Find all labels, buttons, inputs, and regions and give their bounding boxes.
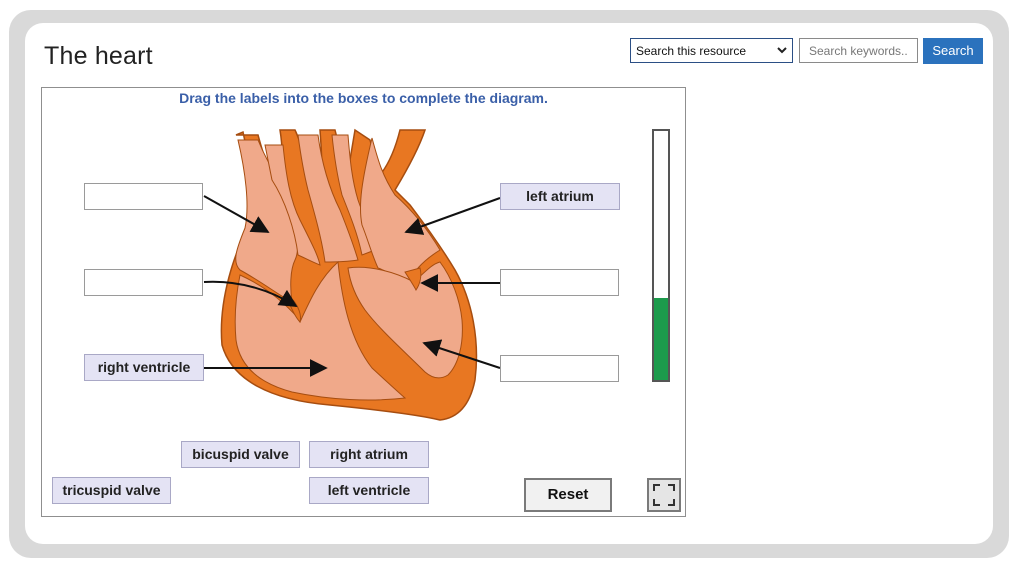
resource-scope-value: Search this resource: [636, 44, 747, 58]
search-button[interactable]: Search: [923, 38, 983, 64]
label-bicuspid-valve[interactable]: bicuspid valve: [181, 441, 300, 468]
bicuspid-valve-shape: [404, 267, 422, 291]
label-right-atrium[interactable]: right atrium: [309, 441, 429, 468]
drop-target-middle-left[interactable]: [84, 269, 203, 296]
aorta-vessel: [264, 144, 321, 266]
search-placeholder: Search keywords..: [809, 44, 908, 58]
label-left-atrium[interactable]: left atrium: [500, 183, 620, 210]
progress-meter-fill: [654, 297, 668, 380]
pointer-arrow-middle-left: [203, 280, 298, 307]
resource-scope-select[interactable]: Search this resource: [630, 38, 793, 63]
progress-meter: [652, 129, 670, 382]
activity-instruction: Drag the labels into the boxes to comple…: [179, 90, 548, 106]
pointer-arrow-upper-right: [404, 197, 501, 235]
drop-target-upper-left[interactable]: [84, 183, 203, 210]
pointer-arrow-upper-left: [203, 195, 270, 233]
right-ventricle-chamber: [234, 260, 407, 401]
pointer-arrow-lower-right: [422, 339, 501, 369]
fullscreen-icon: [653, 484, 675, 506]
label-right-ventricle[interactable]: right ventricle: [84, 354, 204, 381]
fullscreen-button[interactable]: [647, 478, 681, 512]
pulmonary-vessel: [297, 134, 359, 263]
page-title: The heart: [44, 42, 153, 70]
reset-button[interactable]: Reset: [524, 478, 612, 512]
drop-target-lower-right[interactable]: [500, 355, 619, 382]
search-input[interactable]: Search keywords..: [799, 38, 918, 63]
label-tricuspid-valve[interactable]: tricuspid valve: [52, 477, 171, 504]
drop-target-middle-right[interactable]: [500, 269, 619, 296]
chevron-down-icon: [777, 47, 787, 54]
label-left-ventricle[interactable]: left ventricle: [309, 477, 429, 504]
